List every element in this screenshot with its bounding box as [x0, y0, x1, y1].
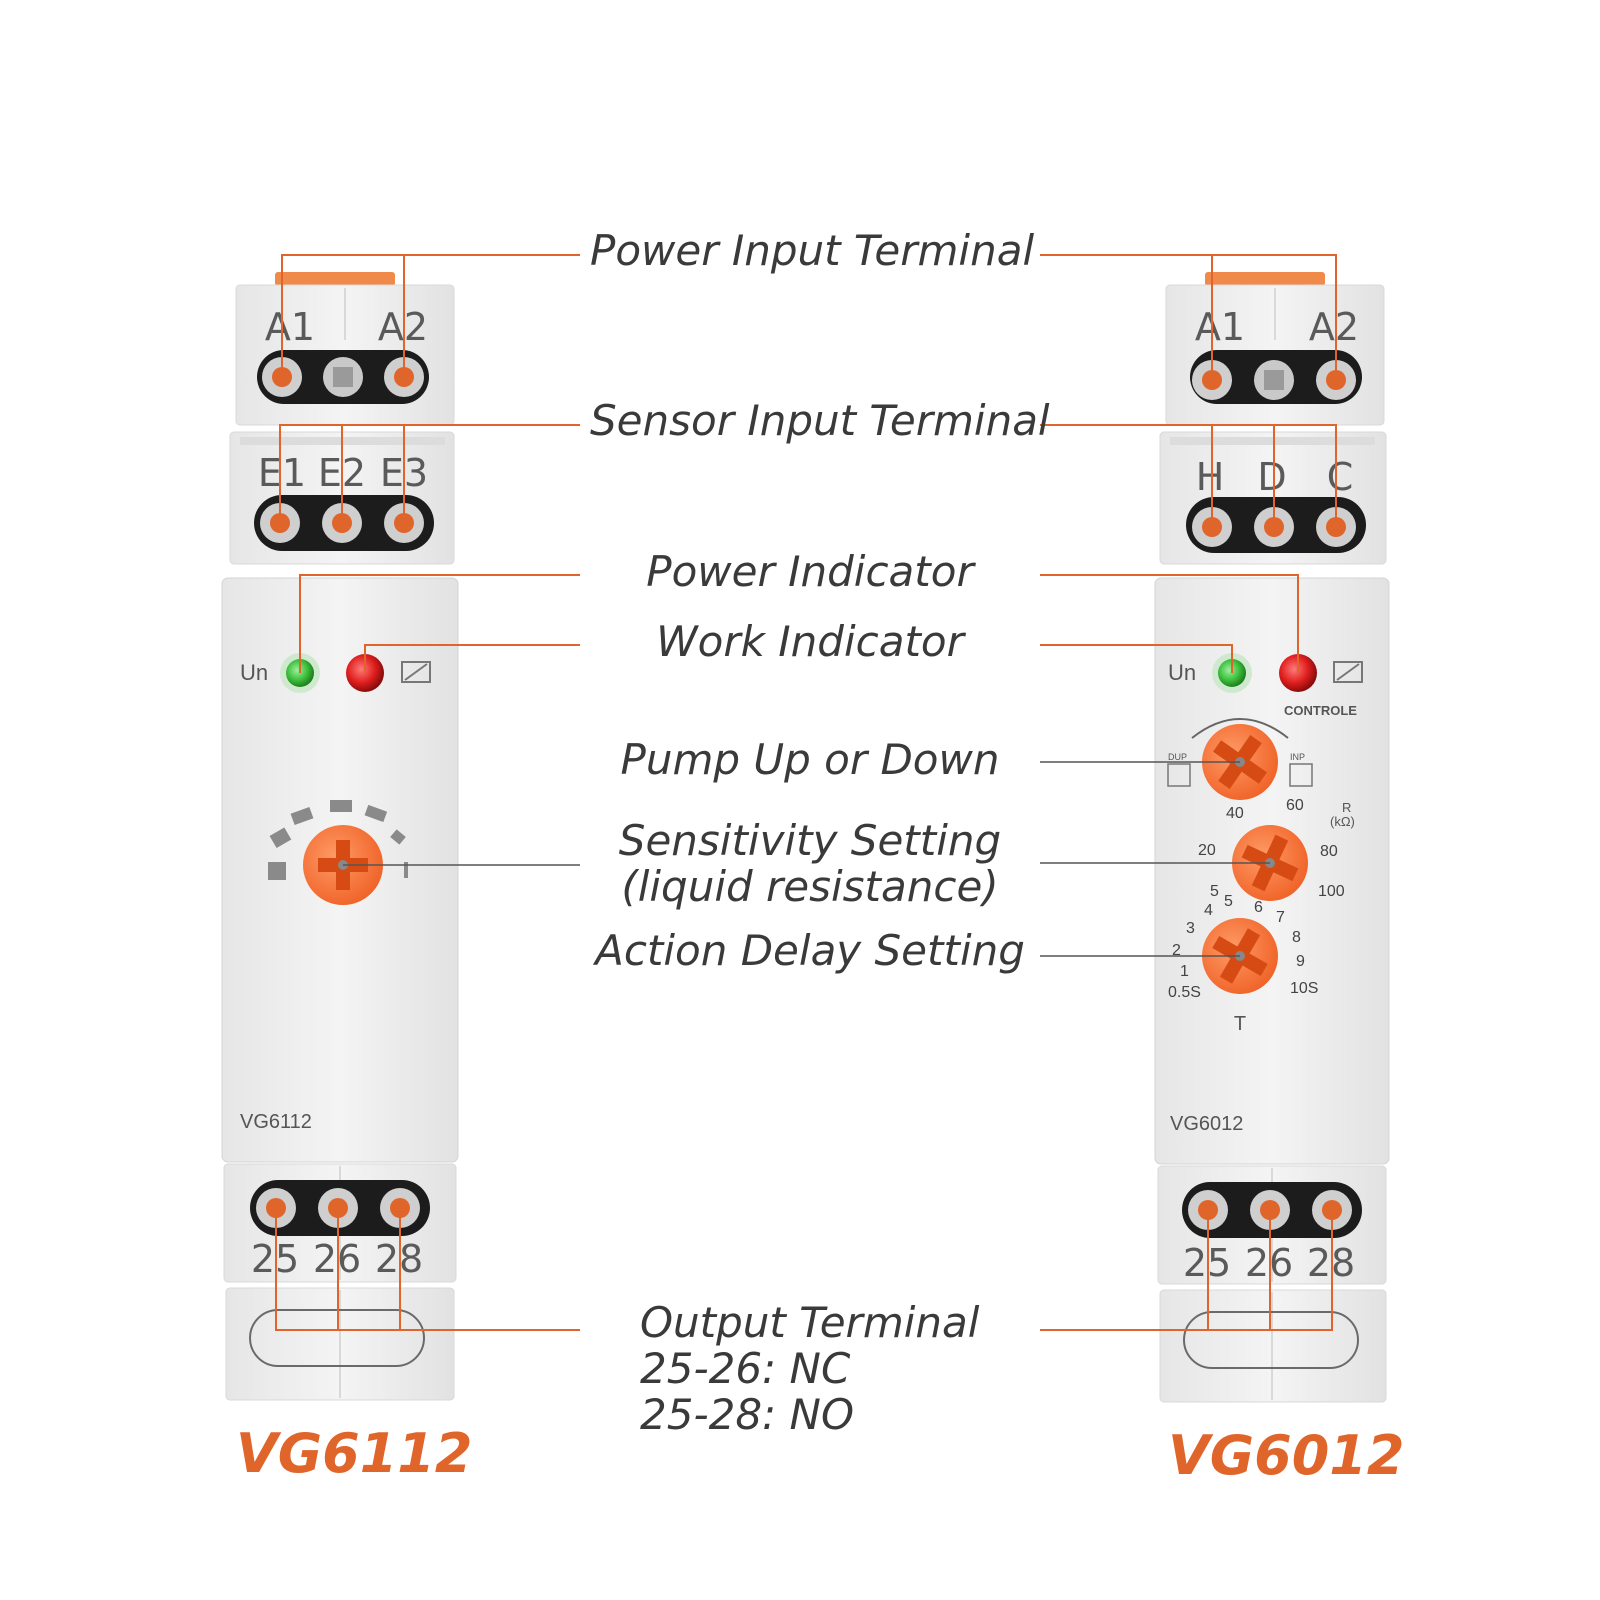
relay-icon [401, 661, 431, 683]
product-name-right: VG6012 [1168, 1424, 1405, 1487]
din-clip [275, 272, 395, 286]
delay-tick-1: 1 [1180, 963, 1189, 980]
terminal-label-h: H [1196, 455, 1225, 499]
terminal-label-e1: E1 [258, 451, 306, 495]
delay-tick-8: 8 [1292, 929, 1301, 946]
pump-up-label: DUP [1168, 752, 1187, 762]
sensitivity-unit: R [1342, 800, 1351, 815]
terminal-label-d: D [1257, 455, 1286, 499]
callout-sensitivity-line1: Sensitivity Setting [618, 816, 1002, 865]
delay-tick-2: 2 [1172, 942, 1181, 959]
callout-power-indicator: Power Indicator [646, 547, 974, 596]
sensitivity-tick-80: 80 [1320, 843, 1338, 860]
model-label: VG6112 [240, 1111, 312, 1133]
callout-output-line2: 25-26: NC [640, 1344, 851, 1393]
pump-up-icon [1167, 763, 1191, 787]
pump-down-icon [1289, 763, 1313, 787]
callout-output-line3: 25-28: NO [640, 1390, 855, 1439]
delay-tick-5: 5 [1224, 893, 1233, 910]
leader-lines [275, 254, 1337, 1331]
sensitivity-tick-40: 40 [1226, 805, 1244, 822]
callout-delay: Action Delay Setting [595, 926, 1025, 975]
sensitivity-scale-icon [268, 800, 408, 880]
delay-tick-7: 7 [1276, 909, 1285, 926]
sensitivity-tick-5: 5 [1210, 883, 1219, 900]
callout-work-indicator: Work Indicator [656, 617, 964, 666]
controle-label: CONTROLE [1284, 703, 1357, 718]
terminal-label-a2: A2 [1309, 305, 1359, 349]
callout-power-input: Power Input Terminal [590, 226, 1035, 275]
callout-sensitivity-line2: (liquid resistance) [621, 862, 999, 911]
sensitivity-tick-20: 20 [1198, 842, 1216, 859]
terminal-label-c: C [1327, 455, 1354, 499]
left-device: A1 A2 E1 E2 E3 Un [221, 272, 459, 1401]
sensitivity-tick-60: 60 [1286, 797, 1304, 814]
terminal-label-a1: A1 [265, 305, 315, 349]
terminal-screw-unused [1254, 360, 1294, 400]
pump-down-label: INP [1290, 752, 1305, 762]
delay-tick-10s: 10S [1290, 980, 1318, 997]
din-clip [1205, 272, 1325, 286]
delay-tick-3: 3 [1186, 920, 1195, 937]
terminal-screw-unused [323, 357, 363, 397]
delay-tick-9: 9 [1296, 953, 1305, 970]
power-led-label: Un [1168, 660, 1196, 685]
power-led-label: Un [240, 660, 268, 685]
delay-tick-4: 4 [1204, 902, 1213, 919]
product-name-left: VG6112 [236, 1422, 473, 1485]
relay-icon [1333, 661, 1363, 683]
model-label: VG6012 [1170, 1113, 1243, 1135]
callout-sensor-input: Sensor Input Terminal [590, 396, 1050, 445]
din-foot [1159, 1289, 1387, 1403]
delay-tick-6: 6 [1254, 899, 1263, 916]
delay-tick-0.5s: 0.5S [1168, 984, 1201, 1001]
right-device: A1 A2 H D C Un CONTROLE DUP INP [1154, 272, 1390, 1403]
terminal-label-a1: A1 [1195, 305, 1245, 349]
sensitivity-unit-2: (kΩ) [1330, 814, 1355, 829]
pump-arc [1191, 718, 1289, 739]
callout-output-line1: Output Terminal [640, 1298, 980, 1347]
delay-symbol: T [1234, 1013, 1246, 1035]
sensitivity-tick-100: 100 [1318, 883, 1345, 900]
callout-pump: Pump Up or Down [620, 735, 1000, 784]
